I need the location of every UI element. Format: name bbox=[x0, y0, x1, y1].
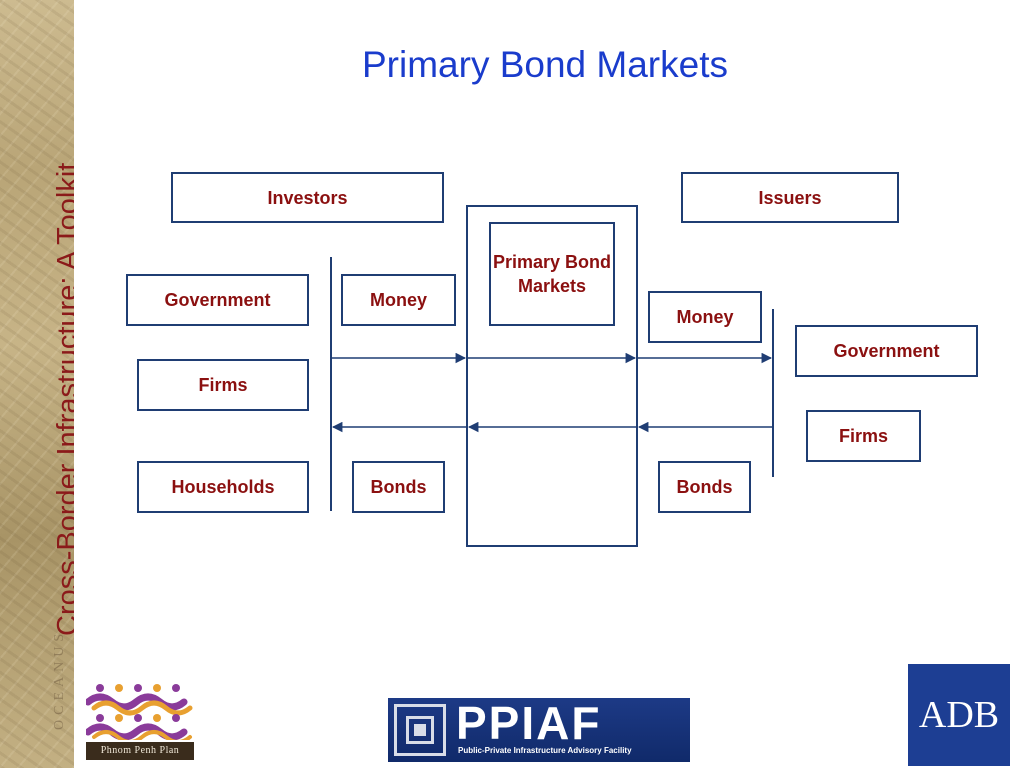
sidebar-map-strip: OCEANUS Cross-Border Infrastructure: A T… bbox=[0, 0, 74, 768]
market-frame bbox=[466, 205, 638, 547]
map-texture bbox=[0, 0, 74, 768]
ppiaf-wordmark: PPIAF bbox=[456, 697, 602, 749]
left-money-box: Money bbox=[341, 274, 456, 326]
adb-logo: ADB bbox=[908, 664, 1010, 766]
right-bonds-box: Bonds bbox=[658, 461, 751, 513]
investor-households-box: Households bbox=[137, 461, 309, 513]
primary-bond-markets-box: Primary Bond Markets bbox=[489, 222, 615, 326]
phnom-penh-plan-label: Phnom Penh Plan bbox=[86, 742, 194, 760]
waves-icon bbox=[84, 684, 193, 744]
issuer-firms-box: Firms bbox=[806, 410, 921, 462]
issuers-box: Issuers bbox=[681, 172, 899, 223]
investor-government-box: Government bbox=[126, 274, 309, 326]
phnom-penh-plan-logo: Phnom Penh Plan bbox=[84, 680, 194, 760]
investors-box: Investors bbox=[171, 172, 444, 223]
issuer-government-box: Government bbox=[795, 325, 978, 377]
ppiaf-square-icon bbox=[394, 704, 446, 756]
left-bonds-box: Bonds bbox=[352, 461, 445, 513]
page-title: Primary Bond Markets bbox=[362, 44, 728, 85]
right-money-box: Money bbox=[648, 291, 762, 343]
ppiaf-logo: PPIAF Public-Private Infrastructure Advi… bbox=[388, 698, 690, 762]
ppiaf-subtitle: Public-Private Infrastructure Advisory F… bbox=[458, 746, 632, 755]
investor-firms-box: Firms bbox=[137, 359, 309, 411]
